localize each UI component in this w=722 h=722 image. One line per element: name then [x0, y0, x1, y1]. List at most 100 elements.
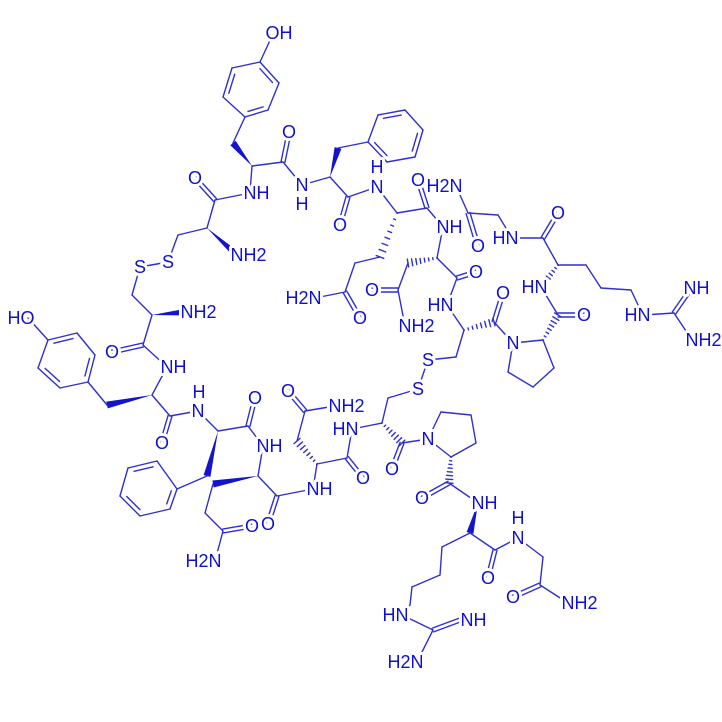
- atom-label: O: [333, 215, 347, 235]
- bond: [397, 262, 409, 291]
- hash-bond: [296, 441, 304, 448]
- bond: [142, 344, 168, 368]
- hash-bond: [385, 426, 390, 431]
- wedge-bond: [203, 431, 218, 477]
- bond: [638, 306, 645, 316]
- hash-bond: [312, 459, 316, 463]
- bond: [544, 213, 561, 240]
- bond: [301, 176, 331, 186]
- bond: [222, 67, 233, 98]
- bond: [427, 356, 457, 361]
- bond: [159, 414, 169, 444]
- bond: [397, 289, 406, 327]
- bond: [540, 211, 557, 238]
- bond: [337, 141, 369, 149]
- bond: [76, 332, 96, 356]
- hash-bond: [390, 431, 396, 437]
- bond: [467, 212, 499, 216]
- bond: [84, 357, 91, 377]
- atom-label: NH: [437, 217, 463, 237]
- bond: [446, 277, 458, 306]
- bond: [166, 490, 173, 505]
- bond: [469, 211, 481, 247]
- bond: [439, 546, 443, 576]
- bond: [151, 366, 168, 396]
- wedge-bond: [207, 228, 240, 258]
- hash-bond: [410, 258, 414, 267]
- bond: [247, 425, 264, 447]
- bond: [643, 312, 675, 316]
- bond: [110, 342, 144, 351]
- bond: [126, 495, 141, 511]
- atom-label: NH2: [562, 593, 598, 613]
- bond: [346, 290, 363, 318]
- atom-label: HN: [383, 605, 409, 625]
- bond: [231, 61, 261, 69]
- bond: [436, 257, 458, 279]
- atom-label: H: [512, 508, 525, 528]
- atom-label: NH: [461, 610, 487, 630]
- hash-bond: [415, 257, 418, 266]
- bond: [346, 428, 353, 459]
- bond: [600, 287, 632, 291]
- bond: [217, 425, 249, 432]
- atom-label: N: [512, 528, 525, 548]
- atom-label: S: [162, 252, 174, 272]
- bond: [347, 186, 378, 198]
- hash-bond: [545, 275, 551, 280]
- atom-label: O: [469, 262, 483, 282]
- bond: [630, 289, 640, 308]
- atom-label: O: [188, 168, 202, 188]
- bond: [206, 199, 216, 229]
- atom-label: O: [261, 514, 275, 534]
- bond: [426, 207, 444, 228]
- hash-bond: [554, 266, 558, 270]
- bond: [450, 442, 477, 458]
- bond: [151, 394, 171, 417]
- bond: [282, 161, 303, 186]
- bond: [249, 397, 258, 428]
- bond: [417, 359, 429, 390]
- atom-label: O: [385, 459, 399, 479]
- bond: [288, 389, 308, 411]
- hash-bond: [467, 327, 470, 331]
- bond: [440, 411, 472, 416]
- bond: [455, 185, 469, 214]
- wedge-bond: [230, 140, 252, 166]
- bond: [511, 582, 540, 596]
- bond: [276, 488, 314, 497]
- bond: [404, 109, 424, 131]
- bond: [507, 371, 534, 388]
- hash-bond: [392, 218, 397, 221]
- hash-bond: [545, 331, 550, 335]
- bond: [493, 321, 514, 344]
- bond: [245, 396, 254, 427]
- bond: [37, 339, 49, 369]
- bond: [411, 132, 419, 152]
- atom-label: O: [282, 122, 296, 142]
- hash-bond: [550, 319, 557, 325]
- bond: [427, 411, 442, 440]
- bond: [420, 480, 449, 497]
- atom-label: N: [422, 429, 435, 449]
- bond: [192, 178, 215, 203]
- bond: [259, 35, 273, 63]
- bond: [381, 397, 389, 424]
- bond: [441, 532, 471, 548]
- bond: [197, 410, 219, 432]
- bond: [489, 549, 498, 580]
- bond: [517, 537, 544, 558]
- hash-bond: [542, 278, 549, 284]
- bond: [269, 495, 280, 526]
- bond: [131, 266, 141, 296]
- bond: [222, 96, 246, 118]
- bond: [411, 574, 441, 588]
- bond: [257, 475, 278, 497]
- atom-label: NH2: [181, 302, 217, 322]
- hash-bond: [302, 448, 309, 454]
- bond: [354, 256, 381, 264]
- bond: [169, 410, 199, 417]
- hash-bond: [306, 452, 311, 457]
- bond: [351, 422, 383, 430]
